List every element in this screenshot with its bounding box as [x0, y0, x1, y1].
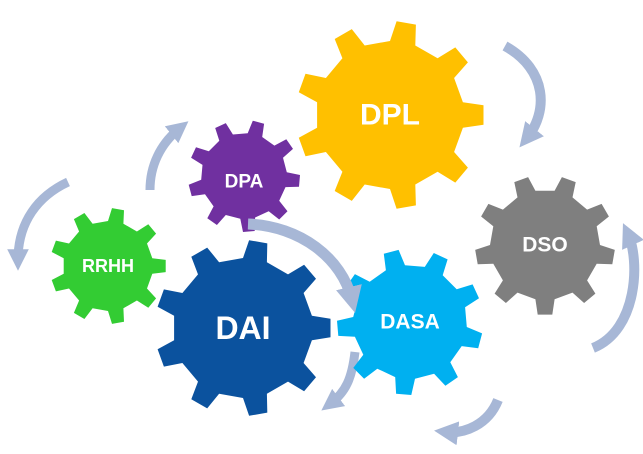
arrow-dso-right — [590, 223, 643, 353]
gear-rrhh-label: RRHH — [82, 256, 134, 276]
gear-dpa-label: DPA — [225, 172, 264, 193]
arrow-dpa-left — [145, 121, 189, 191]
gear-dai-label: DAI — [215, 310, 270, 346]
gear-rrhh: RRHH — [51, 208, 166, 324]
gear-dso-shape — [475, 177, 615, 315]
gear-dpl: DPL — [298, 21, 484, 209]
gear-dpl-label: DPL — [360, 99, 420, 132]
arrow-dpl-right — [502, 41, 546, 148]
arrow-bottom — [434, 397, 503, 446]
gear-dso: DSO — [475, 177, 615, 315]
gear-dso-label: DSO — [522, 234, 568, 257]
arrow-dasa-left — [321, 351, 360, 411]
gear-dai-shape — [157, 240, 331, 416]
cycle-arrows — [7, 41, 643, 446]
gear-dasa-shape — [337, 249, 483, 395]
gear-dpa: DPA — [188, 120, 300, 232]
arrow-rrhh-left — [7, 177, 70, 271]
gear-dasa-label: DASA — [380, 311, 440, 334]
gear-dpa-shape — [188, 120, 300, 232]
gear-dai: DAI — [157, 240, 331, 416]
gear-dpl-shape — [298, 21, 484, 209]
gear-rrhh-shape — [51, 208, 166, 324]
gear-dasa: DASA — [337, 249, 483, 395]
arrow-dpa-to-dasa — [247, 218, 362, 313]
